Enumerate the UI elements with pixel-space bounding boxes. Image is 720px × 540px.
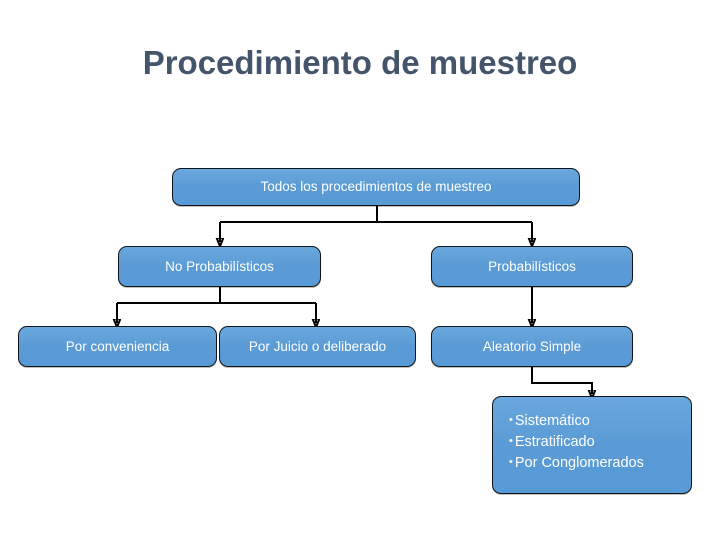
bullet-item-estratificado: Estratificado — [509, 432, 691, 453]
page-title: Procedimiento de muestreo — [142, 44, 578, 81]
bullet-item-por-conglomerados: Por Conglomerados — [509, 453, 691, 474]
node-label: Aleatorio Simple — [482, 338, 582, 354]
node-probabilisticos[interactable]: Probabilísticos — [431, 246, 633, 287]
connector-aleatorio-to-bullets — [531, 367, 592, 394]
node-label: Probabilísticos — [488, 258, 576, 274]
node-por-juicio-o-deliberado[interactable]: Por Juicio o deliberado — [219, 326, 416, 367]
node-label: No Probabilísticos — [165, 258, 274, 274]
node-aleatorio-simple[interactable]: Aleatorio Simple — [431, 326, 633, 367]
node-label: Por Juicio o deliberado — [248, 338, 387, 354]
node-label: Por conveniencia — [65, 338, 170, 354]
node-todos-los-procedimientos[interactable]: Todos los procedimientos de muestreo — [172, 168, 580, 206]
node-no-probabilisticos[interactable]: No Probabilísticos — [118, 246, 321, 287]
node-por-conveniencia[interactable]: Por conveniencia — [18, 326, 217, 367]
bullet-item-sistematico: Sistemático — [509, 411, 691, 432]
node-label: Todos los procedimientos de muestreo — [260, 179, 492, 195]
node-bullet-list[interactable]: Sistemático Estratificado Por Conglomera… — [492, 396, 692, 494]
